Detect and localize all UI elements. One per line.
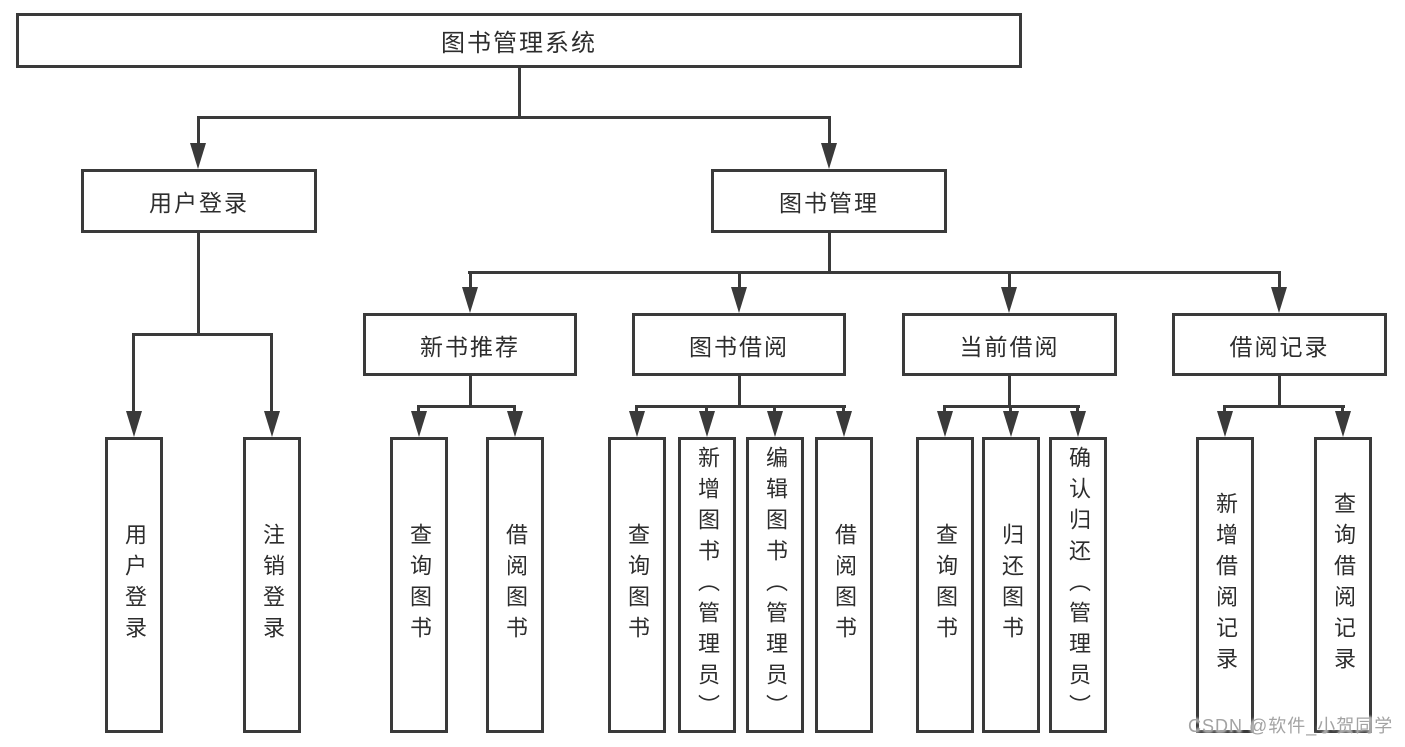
node-label: 用户登录 (149, 190, 249, 216)
arrow-down-icon (1271, 287, 1287, 313)
connector-group-drop (1008, 271, 1011, 290)
connector-root-stem (518, 66, 521, 119)
arrow-down-icon (1001, 287, 1017, 313)
arrow-down-icon (767, 411, 783, 437)
arrow-down-icon (1003, 411, 1019, 437)
connector-user-bar (132, 333, 273, 336)
leaf-label: 查询图书 (933, 523, 958, 647)
connector-leaf-drop (842, 405, 845, 415)
leaf-edit-book-admin: 编辑图书（管理员） (746, 437, 804, 733)
connector-leaf-drop (1223, 405, 1226, 415)
connector-leaf-drop (513, 405, 516, 415)
leaf-label: 借阅图书 (503, 523, 528, 647)
node-borrow-records: 借阅记录 (1172, 313, 1387, 376)
connector-book-mgmt-drop (828, 116, 831, 145)
leaf-add-book-admin: 新增图书（管理员） (678, 437, 736, 733)
node-label: 借阅记录 (1229, 333, 1330, 360)
arrow-down-icon (731, 287, 747, 313)
arrow-down-icon (836, 411, 852, 437)
connector-leaf-drop (773, 405, 776, 415)
connector-leaf-drop (1341, 405, 1344, 415)
arrow-down-icon (411, 411, 427, 437)
connector-mgmt-stem (828, 231, 831, 274)
arrow-down-icon (699, 411, 715, 437)
node-label: 图书管理 (779, 190, 879, 216)
node-new-book-recommend: 新书推荐 (363, 313, 577, 376)
connector-group-drop (1278, 271, 1281, 290)
leaf-label: 用户登录 (122, 523, 147, 647)
connector-leaf-drop (1009, 405, 1012, 415)
arrow-down-icon (1217, 411, 1233, 437)
connector-level1-bar (197, 116, 831, 119)
arrow-down-icon (264, 411, 280, 437)
connector-leaf-drop (1076, 405, 1079, 415)
leaf-label: 借阅图书 (832, 523, 857, 647)
node-root-label: 图书管理系统 (441, 30, 597, 57)
node-label: 图书借阅 (689, 333, 789, 360)
watermark: CSDN @软件_小贺同学 (1188, 716, 1394, 736)
leaf-query-books-3: 查询图书 (916, 437, 974, 733)
arrow-down-icon (462, 287, 478, 313)
connector-user-stem (197, 231, 200, 336)
arrow-down-icon (126, 411, 142, 437)
connector-group-stem (1278, 375, 1281, 408)
leaf-logout: 注销登录 (243, 437, 301, 733)
node-user-login: 用户登录 (81, 169, 317, 233)
node-root: 图书管理系统 (16, 13, 1022, 68)
leaf-borrow-books-2: 借阅图书 (815, 437, 873, 733)
leaf-label: 编辑图书（管理员） (763, 445, 788, 725)
connector-user-login-drop (197, 116, 200, 145)
leaf-label: 归还图书 (999, 523, 1024, 647)
connector-group-stem (1008, 375, 1011, 408)
leaf-label: 查询图书 (407, 523, 432, 647)
connector-group-drop (469, 271, 472, 290)
leaf-label: 注销登录 (260, 523, 285, 647)
connector-leaf-drop (635, 405, 638, 415)
leaf-add-borrow-record: 新增借阅记录 (1196, 437, 1254, 733)
node-label: 当前借阅 (959, 333, 1060, 360)
arrow-down-icon (937, 411, 953, 437)
connector-group-bar (417, 405, 516, 408)
connector-group-stem (469, 375, 472, 408)
connector-leaf-drop (132, 333, 135, 413)
leaf-label: 查询图书 (625, 523, 650, 647)
connector-leaf-drop (943, 405, 946, 415)
leaf-return-book: 归还图书 (982, 437, 1040, 733)
leaf-query-borrow-record: 查询借阅记录 (1314, 437, 1372, 733)
connector-leaf-drop (270, 333, 273, 413)
connector-level2-bar (468, 271, 1281, 274)
node-book-borrow: 图书借阅 (632, 313, 846, 376)
node-current-borrow: 当前借阅 (902, 313, 1117, 376)
arrow-down-icon (629, 411, 645, 437)
connector-leaf-drop (417, 405, 420, 415)
leaf-label: 新增借阅记录 (1213, 492, 1238, 678)
connector-leaf-drop (705, 405, 708, 415)
leaf-label: 查询借阅记录 (1331, 492, 1356, 678)
connector-group-stem (738, 375, 741, 408)
connector-group-bar (635, 405, 846, 408)
leaf-confirm-return-admin: 确认归还（管理员） (1049, 437, 1107, 733)
connector-group-drop (738, 271, 741, 290)
leaf-query-books-1: 查询图书 (390, 437, 448, 733)
arrow-down-icon (1335, 411, 1351, 437)
arrow-down-icon (821, 143, 837, 169)
leaf-borrow-books-1: 借阅图书 (486, 437, 544, 733)
leaf-label: 新增图书（管理员） (695, 445, 720, 725)
node-label: 新书推荐 (420, 333, 520, 360)
node-book-management: 图书管理 (711, 169, 947, 233)
arrow-down-icon (507, 411, 523, 437)
leaf-user-login: 用户登录 (105, 437, 163, 733)
leaf-query-books-2: 查询图书 (608, 437, 666, 733)
leaf-label: 确认归还（管理员） (1066, 445, 1091, 725)
arrow-down-icon (190, 143, 206, 169)
connector-group-bar (1223, 405, 1345, 408)
arrow-down-icon (1070, 411, 1086, 437)
